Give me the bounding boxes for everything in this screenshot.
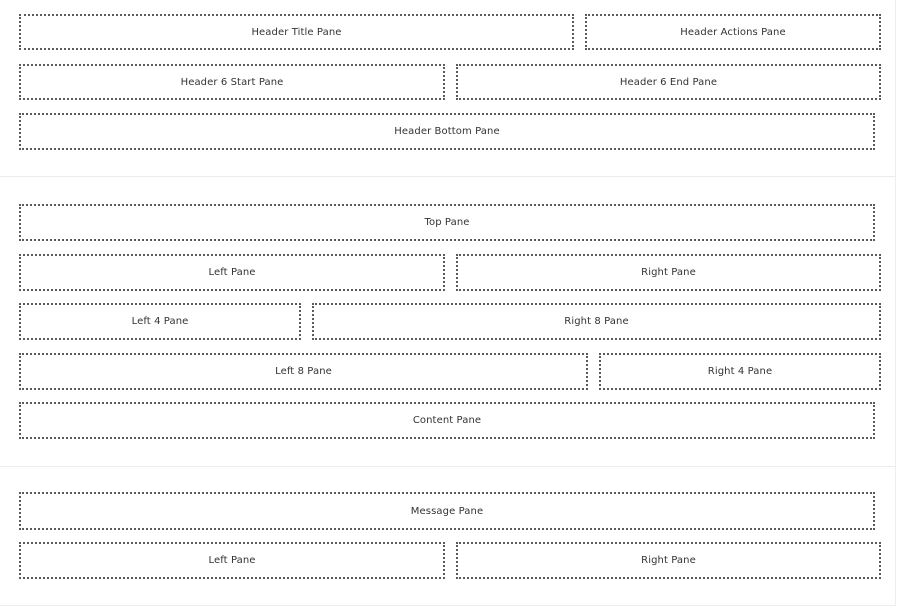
header-title-pane-label: Header Title Pane: [251, 26, 342, 38]
content-divider: [0, 466, 895, 467]
footer-right-pane[interactable]: Right Pane: [456, 542, 881, 579]
frame-bottom-edge: [0, 605, 896, 606]
right-8-pane-label: Right 8 Pane: [564, 316, 629, 327]
right-pane[interactable]: Right Pane: [456, 254, 881, 291]
footer-left-pane-label: Left Pane: [208, 555, 256, 566]
header-6-start-pane[interactable]: Header 6 Start Pane: [19, 64, 445, 100]
content-pane[interactable]: Content Pane: [19, 402, 875, 439]
header-title-pane[interactable]: Header Title Pane: [19, 14, 574, 50]
left-8-pane[interactable]: Left 8 Pane: [19, 353, 588, 390]
footer-left-pane[interactable]: Left Pane: [19, 542, 445, 579]
top-pane-label: Top Pane: [424, 217, 470, 228]
message-pane[interactable]: Message Pane: [19, 492, 875, 530]
left-pane[interactable]: Left Pane: [19, 254, 445, 291]
header-bottom-pane[interactable]: Header Bottom Pane: [19, 113, 875, 150]
footer-right-pane-label: Right Pane: [641, 555, 696, 566]
left-8-pane-label: Left 8 Pane: [275, 366, 332, 377]
header-actions-pane-label: Header Actions Pane: [680, 26, 786, 38]
content-pane-label: Content Pane: [412, 415, 482, 426]
left-4-pane[interactable]: Left 4 Pane: [19, 303, 301, 340]
header-divider: [0, 176, 895, 177]
header-6-end-pane-label: Header 6 End Pane: [619, 76, 718, 88]
right-4-pane-label: Right 4 Pane: [707, 366, 773, 377]
left-pane-label: Left Pane: [208, 267, 256, 278]
frame-right-edge: [895, 0, 896, 606]
message-pane-label: Message Pane: [410, 505, 484, 517]
header-actions-pane[interactable]: Header Actions Pane: [585, 14, 881, 50]
right-4-pane[interactable]: Right 4 Pane: [599, 353, 881, 390]
left-4-pane-label: Left 4 Pane: [131, 316, 189, 327]
right-pane-label: Right Pane: [641, 267, 696, 278]
header-6-start-pane-label: Header 6 Start Pane: [180, 76, 284, 88]
top-pane[interactable]: Top Pane: [19, 204, 875, 241]
header-6-end-pane[interactable]: Header 6 End Pane: [456, 64, 881, 100]
right-8-pane[interactable]: Right 8 Pane: [312, 303, 881, 340]
header-bottom-pane-label: Header Bottom Pane: [394, 126, 500, 137]
